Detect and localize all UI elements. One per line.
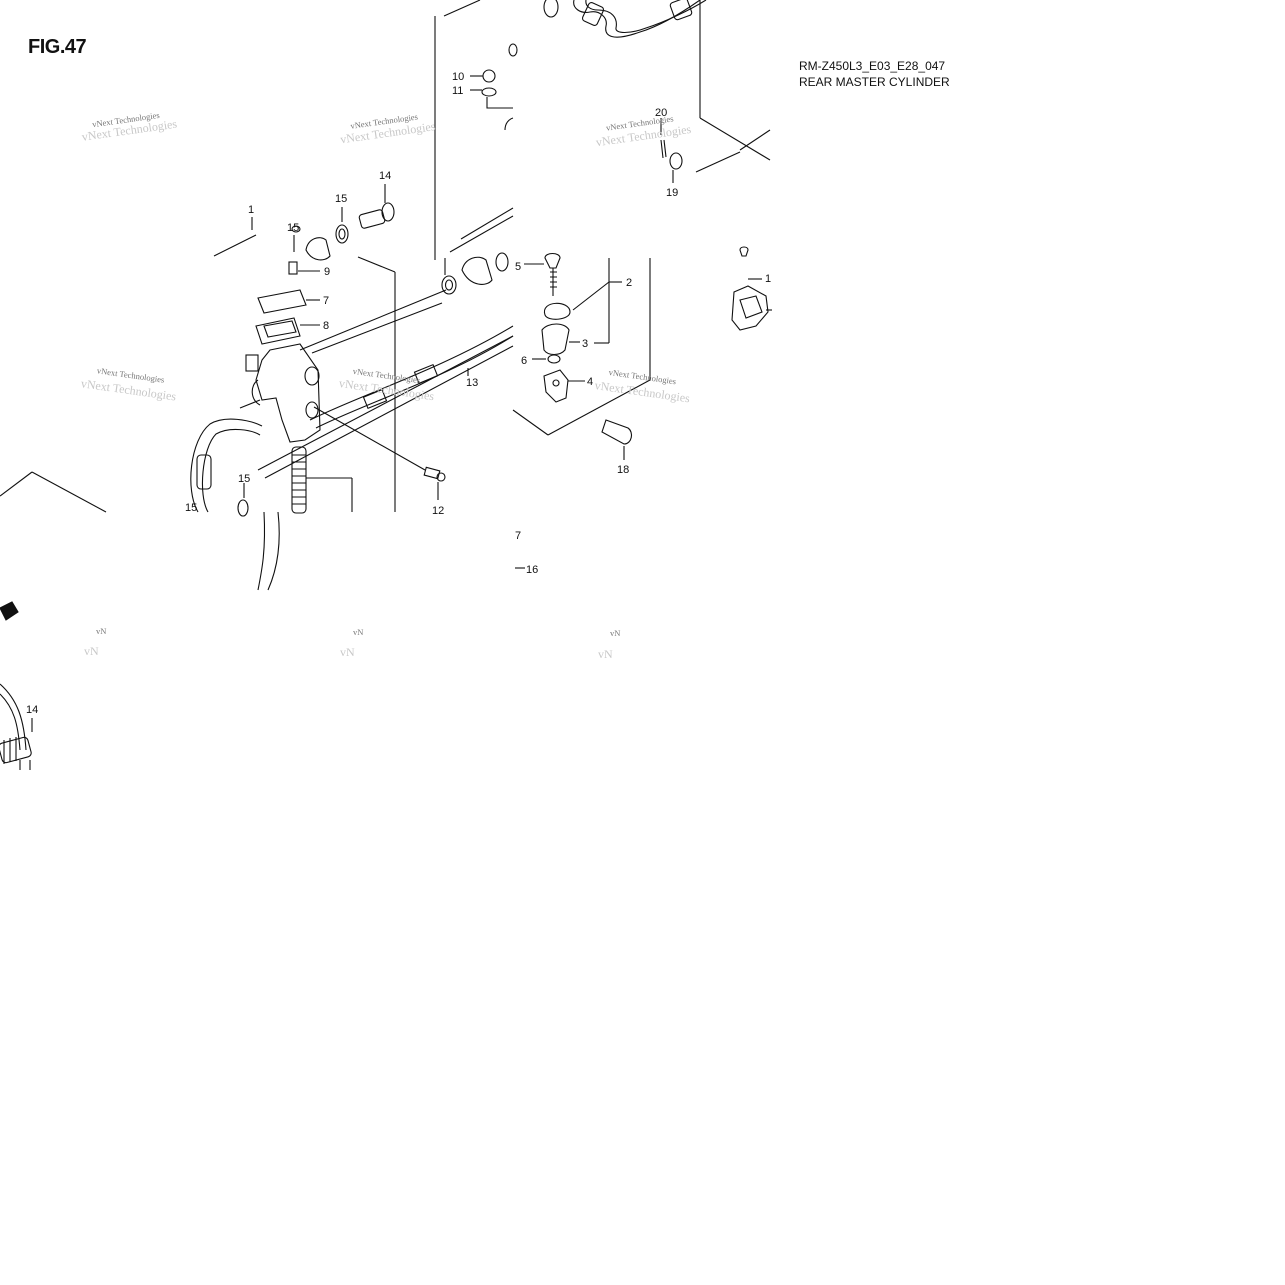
- watermark-7: vN: [96, 626, 106, 636]
- callout-16: 16: [526, 564, 538, 576]
- callout-7-lower: 7: [515, 530, 521, 542]
- callout-15-a: 15: [335, 193, 347, 205]
- figure-number: FIG.47: [28, 36, 87, 58]
- watermarks: vNext Technologies vNext Technologies vN…: [80, 110, 692, 661]
- callout-2: 2: [626, 277, 632, 289]
- watermark-7-shadow: vN: [84, 644, 99, 658]
- callout-10: 10: [452, 71, 464, 83]
- bottom-left-fragment: [0, 511, 280, 770]
- callout-13: 13: [466, 377, 478, 389]
- watermark-8: vN: [353, 627, 363, 637]
- callout-5: 5: [515, 261, 521, 273]
- callout-18: 18: [617, 464, 629, 476]
- watermark-6-shadow: vNext Technologies: [594, 378, 691, 405]
- middle-panel-drawing: [512, 0, 771, 569]
- callout-1: 1: [248, 204, 254, 216]
- callout-15-d: 15: [185, 502, 197, 514]
- callout-15-b: 15: [287, 222, 299, 234]
- callout-8: 8: [323, 320, 329, 332]
- watermark-8-shadow: vN: [340, 645, 355, 659]
- callout-6: 6: [521, 355, 527, 367]
- figure-title: REAR MASTER CYLINDER: [799, 75, 950, 89]
- right-bracket-drawing: [731, 246, 772, 331]
- callout-11: 11: [452, 85, 463, 97]
- callout-20: 20: [655, 107, 667, 119]
- callout-9: 9: [324, 266, 330, 278]
- callout-3: 3: [582, 338, 588, 350]
- callout-12: 12: [432, 505, 444, 517]
- callout-14-upper: 14: [379, 170, 391, 182]
- callout-19: 19: [666, 187, 678, 199]
- figure-code: RM-Z450L3_E03_E28_047: [799, 59, 946, 73]
- callout-14-lower: 14: [26, 704, 38, 716]
- watermark-9-shadow: vN: [598, 647, 613, 661]
- callout-4: 4: [587, 376, 593, 388]
- callout-1-right: 1: [765, 273, 771, 285]
- callout-15-c: 15: [238, 473, 250, 485]
- callout-7: 7: [323, 295, 329, 307]
- callout-labels: 1 2 3 4 5 6 7 7 8 9 10 11 12 13 14 14 15…: [26, 71, 771, 716]
- watermark-9: vN: [610, 628, 620, 638]
- left-panel-drawing: [0, 0, 518, 517]
